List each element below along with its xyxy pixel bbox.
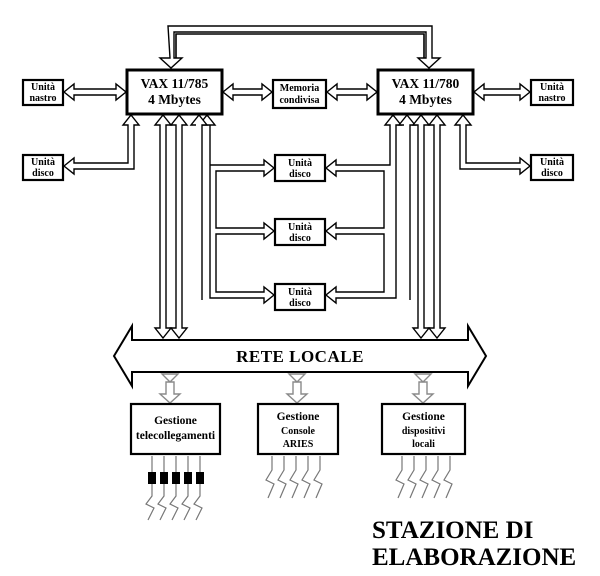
tape-left-line1: Unità <box>31 82 55 93</box>
disk-shared-1-line1: Unità <box>288 158 312 169</box>
diagram-title: STAZIONE DI ELABORAZIONE <box>372 517 576 571</box>
tape-left-arrow <box>62 82 128 102</box>
vax-780-line2: 4 Mbytes <box>399 92 452 107</box>
net-gestione-2-arrow <box>285 373 309 404</box>
disk-left-box: Unità disco <box>21 153 65 182</box>
output-lead-2-4 <box>301 456 311 499</box>
connector-plug <box>184 472 192 484</box>
tape-left-line2: nastro <box>29 93 56 104</box>
vax-780-box: VAX 11/780 4 Mbytes <box>376 68 475 116</box>
vax-left-memory-arrow <box>221 82 274 102</box>
disk-shared-2-line1: Unità <box>288 222 312 233</box>
title-line2: ELABORAZIONE <box>372 544 577 571</box>
gestione-console-box: Gestione Console ARIES <box>256 402 340 456</box>
disk-left-line1: Unità <box>31 157 55 168</box>
disk-left-line2: disco <box>32 168 54 179</box>
tape-right-arrow <box>472 82 532 102</box>
title-line1: STAZIONE DI <box>372 517 534 544</box>
output-lead-3-5 <box>443 456 453 499</box>
gestione-3-line3: locali <box>412 439 435 450</box>
net-gestione-1-arrow <box>158 373 182 404</box>
memory-vax-right-arrow <box>325 82 379 102</box>
vax-785-line2: 4 Mbytes <box>148 92 201 107</box>
disk-right-line2: disco <box>541 168 563 179</box>
gestione-1-line2: telecollegamenti <box>136 430 216 442</box>
disk-right-arrow <box>453 113 532 176</box>
output-lead-2-2 <box>277 456 287 499</box>
output-lead-1-5 <box>193 456 203 521</box>
gestione-3-line1: Gestione <box>402 411 445 423</box>
output-leads <box>145 456 453 521</box>
output-lead-1-1 <box>145 456 155 521</box>
disk-shared-1-line2: disco <box>289 169 311 180</box>
disk-shared-box-1: Unità disco <box>273 153 327 183</box>
vax-785-box: VAX 11/785 4 Mbytes <box>125 68 224 116</box>
gestione-2-line1: Gestione <box>277 411 320 423</box>
output-lead-3-2 <box>407 456 417 499</box>
local-network-bus: RETE LOCALE <box>112 322 488 390</box>
gestione-2-line3: ARIES <box>283 439 314 450</box>
shared-memory-line1: Memoria <box>280 83 319 94</box>
vax-785-net-link-b <box>169 113 189 340</box>
disk-right-box: Unità disco <box>529 153 575 182</box>
output-lead-3-3 <box>419 456 429 499</box>
gestione-dispositivi-box: Gestione dispositivi locali <box>380 402 467 456</box>
output-lead-1-4 <box>181 456 191 521</box>
tape-left-box: Unità nastro <box>21 78 65 107</box>
vax-780-net-link-b <box>427 113 447 340</box>
output-lead-2-5 <box>313 456 323 499</box>
vax-780-net-link-a <box>411 113 431 340</box>
output-lead-3-1 <box>395 456 405 499</box>
vax-top-loop-arrow <box>158 25 442 69</box>
disk-shared-2-line2: disco <box>289 233 311 244</box>
connector-plug <box>160 472 168 484</box>
disk-shared-3-line2: disco <box>289 298 311 309</box>
output-lead-1-3 <box>169 456 179 521</box>
gestione-telecollegamenti-box: Gestione telecollegamenti <box>129 402 222 456</box>
vax-785-line1: VAX 11/785 <box>141 76 209 91</box>
right-disk-bus <box>324 113 417 305</box>
gestione-2-line2: Console <box>281 426 315 437</box>
disk-right-line1: Unità <box>540 157 564 168</box>
connector-plug <box>196 472 204 484</box>
vax-785-net-link-a <box>153 113 173 340</box>
output-lead-1-2 <box>157 456 167 521</box>
left-disk-bus <box>189 113 276 305</box>
gestione-1-line1: Gestione <box>154 415 197 427</box>
tape-right-box: Unità nastro <box>529 78 575 107</box>
shared-memory-box: Memoria condivisa <box>271 78 328 110</box>
tape-right-line1: Unità <box>540 82 564 93</box>
gestione-3-line2: dispositivi <box>402 426 446 437</box>
net-gestione-3-arrow <box>411 373 435 404</box>
disk-shared-box-3: Unità disco <box>273 282 327 312</box>
vax-interconnect-loop <box>158 25 442 69</box>
vax-780-line1: VAX 11/780 <box>392 76 460 91</box>
output-lead-2-3 <box>289 456 299 499</box>
tape-right-line2: nastro <box>538 93 565 104</box>
connector-plug <box>172 472 180 484</box>
connector-plug <box>148 472 156 484</box>
output-lead-3-4 <box>431 456 441 499</box>
shared-memory-line2: condivisa <box>279 95 319 106</box>
network-label: RETE LOCALE <box>236 347 364 366</box>
disk-left-arrow <box>62 113 141 176</box>
output-lead-2-1 <box>265 456 275 499</box>
disk-shared-box-2: Unità disco <box>273 217 327 247</box>
disk-shared-3-line1: Unità <box>288 287 312 298</box>
